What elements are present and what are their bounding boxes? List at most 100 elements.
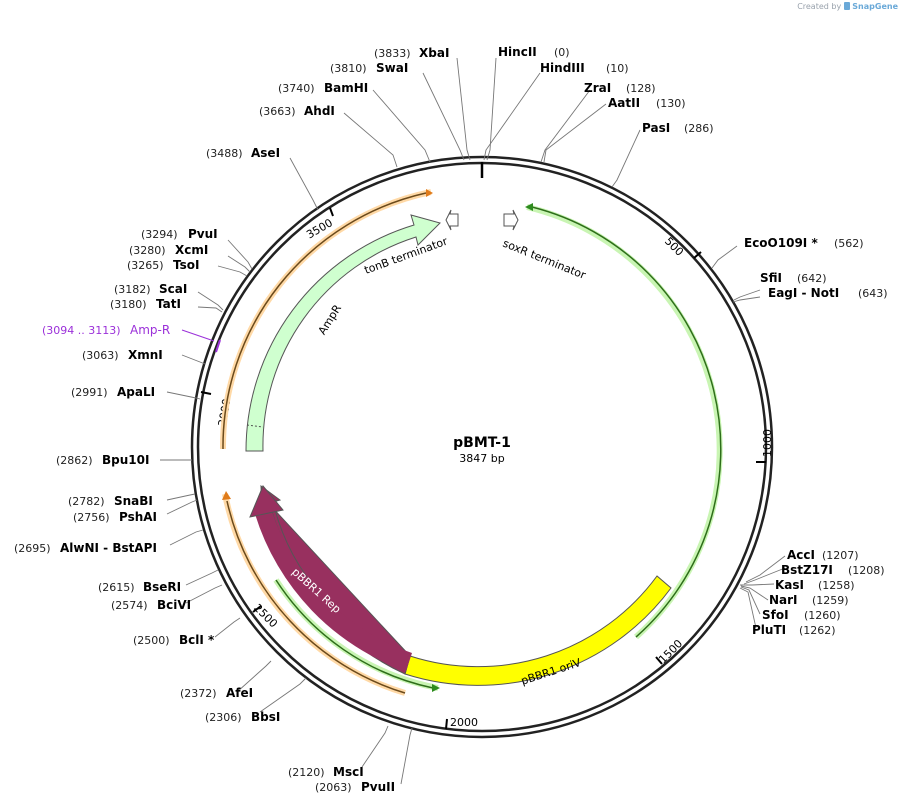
tick-2500 (252, 605, 262, 613)
site-swai-pos: (3810) (330, 62, 367, 75)
site-aatii-name[interactable]: AatII (608, 96, 640, 110)
site-bstz17i-pos: (1208) (848, 564, 885, 577)
amp-r-site-name[interactable]: Amp-R (130, 323, 170, 337)
primer-green-bottom (275, 579, 434, 689)
site-bcli-pos: (2500) (133, 634, 170, 647)
site-nari-name[interactable]: NarI (769, 593, 798, 607)
site-pluti-name[interactable]: PluTI (752, 623, 786, 637)
primer-orange-top-arrow (426, 189, 433, 197)
site-tsoi-pos: (3265) (127, 259, 164, 272)
site-hindiii-pos: (10) (606, 62, 629, 75)
site-bcivi-pos: (2574) (111, 599, 148, 612)
site-eagi-name[interactable]: EagI - NotI (768, 286, 839, 300)
amp-r-site-leader (181, 329, 215, 342)
site-tati-name[interactable]: TatI (156, 297, 181, 311)
site-xbai-pos: (3833) (374, 47, 411, 60)
primer-green-right-arrow (525, 203, 533, 211)
primer-green-right-halo (526, 204, 723, 640)
tick-label-2000: 2000 (450, 716, 478, 729)
site-pasi-pos: (286) (684, 122, 714, 135)
site-sfoi-pos: (1260) (804, 609, 841, 622)
site-afei-pos: (2372) (180, 687, 217, 700)
site-ahdi-name[interactable]: AhdI (304, 104, 335, 118)
site-acci-name[interactable]: AccI (787, 548, 815, 562)
site-tsoi-name[interactable]: TsoI (173, 258, 199, 272)
feature-pbbr1-oriv[interactable] (404, 575, 672, 686)
site-msci-pos: (2120) (288, 766, 325, 779)
site-swai-name[interactable]: SwaI (376, 61, 408, 75)
site-ecoo109i-pos: (562) (834, 237, 864, 250)
site-asei-pos: (3488) (206, 147, 243, 160)
tick-3000 (200, 391, 212, 395)
site-pvui-name[interactable]: PvuI (188, 227, 218, 241)
site-pshai-pos: (2756) (73, 511, 110, 524)
site-bstz17i-name[interactable]: BstZ17I (781, 563, 833, 577)
site-bseri-pos: (2615) (98, 581, 135, 594)
amp-r-site-mark (215, 339, 221, 353)
site-xbai-name[interactable]: XbaI (419, 46, 449, 60)
leader-lines (160, 57, 786, 785)
primer-green-right (531, 206, 722, 638)
feature-pbbr1-rep-body (255, 509, 412, 671)
site-bamhi-name[interactable]: BamHI (324, 81, 368, 95)
site-bcli-name[interactable]: BclI * (179, 633, 215, 647)
site-labels: (3833) XbaI HincII (0) (3810) SwaI HindI… (14, 45, 888, 794)
tick-500 (693, 251, 702, 259)
site-ahdi-pos: (3663) (259, 105, 296, 118)
site-acci-pos: (1207) (822, 549, 859, 562)
primer-orange-top (222, 192, 427, 450)
site-nari-pos: (1259) (812, 594, 849, 607)
terminator-soxr-label: soxR terminator (501, 237, 588, 282)
site-bbsi-name[interactable]: BbsI (251, 710, 280, 724)
site-alwni-name[interactable]: AlwNI - BstAPI (60, 541, 157, 555)
site-apali-pos: (2991) (71, 386, 108, 399)
site-sfii-name[interactable]: SfiI (760, 271, 782, 285)
site-pvui-pos: (3294) (141, 228, 178, 241)
tick-2000 (445, 718, 448, 730)
site-xmni-pos: (3063) (82, 349, 119, 362)
site-aatii-pos: (130) (656, 97, 686, 110)
primer-green-bottom-arrow (432, 684, 440, 692)
site-afei-name[interactable]: AfeI (226, 686, 253, 700)
tick-1500 (655, 656, 663, 665)
tick-label-1000: 1000 (761, 429, 774, 457)
credit-brand: SnapGene (852, 2, 898, 11)
site-ecoo109i-name[interactable]: EcoO109I * (744, 236, 818, 250)
site-bpu10i-name[interactable]: Bpu10I (102, 453, 149, 467)
site-hincii-pos: (0) (554, 46, 570, 59)
site-kasi-name[interactable]: KasI (775, 578, 804, 592)
site-scai-name[interactable]: ScaI (159, 282, 187, 296)
primer-orange-bottom-arrow (222, 491, 231, 500)
site-pasi-name[interactable]: PasI (642, 121, 670, 135)
site-bseri-name[interactable]: BseRI (143, 580, 181, 594)
terminator-soxr-icon (503, 209, 519, 231)
site-zrai-name[interactable]: ZraI (584, 81, 611, 95)
site-apali-name[interactable]: ApaLI (117, 385, 155, 399)
feature-pbbr1-rep-head (249, 485, 284, 518)
site-zrai-pos: (128) (626, 82, 656, 95)
site-pshai-name[interactable]: PshAI (119, 510, 157, 524)
site-asei-name[interactable]: AseI (251, 146, 280, 160)
site-sfii-pos: (642) (797, 272, 827, 285)
snapgene-logo-icon (843, 2, 850, 10)
backbone-outer (190, 155, 774, 739)
site-bamhi-pos: (3740) (278, 82, 315, 95)
feature-ampr[interactable] (245, 214, 441, 452)
site-pvuii-name[interactable]: PvuII (361, 780, 395, 794)
primer-arcs (219, 189, 723, 696)
site-snabi-name[interactable]: SnaBI (114, 494, 153, 508)
snapgene-credit: Created by SnapGene (797, 2, 898, 11)
site-hincii-name[interactable]: HincII (498, 45, 537, 59)
plasmid-length: 3847 bp (459, 452, 504, 465)
site-xmni-name[interactable]: XmnI (128, 348, 163, 362)
site-xcmi-name[interactable]: XcmI (175, 243, 208, 257)
site-bcivi-name[interactable]: BciVI (157, 598, 191, 612)
site-hindiii-name[interactable]: HindIII (540, 61, 585, 75)
site-tati-pos: (3180) (110, 298, 147, 311)
tick-3500 (329, 207, 334, 217)
site-kasi-pos: (1258) (818, 579, 855, 592)
site-msci-name[interactable]: MscI (333, 765, 364, 779)
site-pluti-pos: (1262) (799, 624, 836, 637)
site-sfoi-name[interactable]: SfoI (762, 608, 789, 622)
